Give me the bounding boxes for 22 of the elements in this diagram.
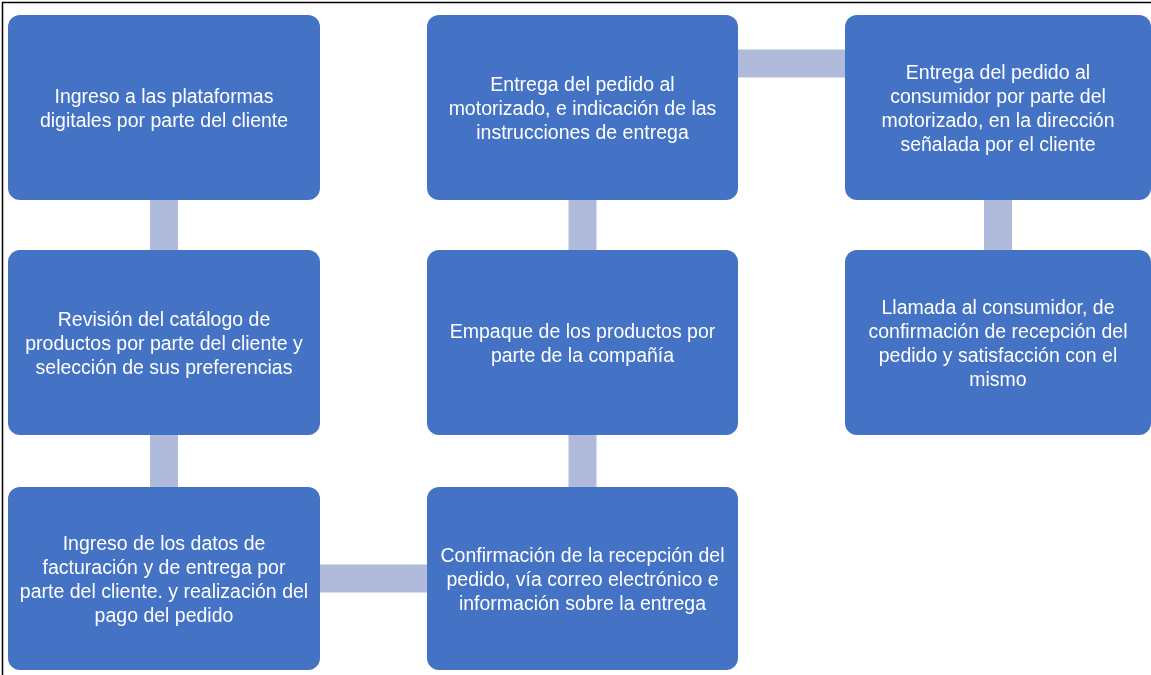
process-box xyxy=(8,487,320,670)
process-box xyxy=(8,250,320,435)
connector-bar xyxy=(738,49,845,78)
step-text: Revisión del catálogo de productos por parte del cliente y selección de sus preferencias xyxy=(24,306,304,379)
connector-bar xyxy=(568,200,597,250)
step-text: Llamada al consumidor, de confirmación de recepción del pedido y satisfacción con el mismo xyxy=(867,294,1129,391)
connector-bar xyxy=(568,435,597,487)
process-box xyxy=(8,15,320,200)
connector-bar xyxy=(320,564,427,593)
process-box xyxy=(427,15,738,200)
step-text: Confirmación de la recepción del pedido, vía correo electrónico e información sobre la entrega xyxy=(439,542,726,615)
step-text: Entrega del pedido al motorizado, e indicación de las instrucciones de entrega xyxy=(447,71,718,144)
step-text: Empaque de los productos por parte de la compañía xyxy=(448,318,717,367)
connector-bar xyxy=(150,435,178,487)
step-text: Entrega del pedido al consumidor por parte del motorizado, en la dirección señalada por el cliente xyxy=(880,59,1116,156)
step-text: Ingreso de los datos de facturación y de entrega por parte del cliente. y realización del pago del pedido xyxy=(18,530,310,627)
process-box xyxy=(427,487,738,670)
connector-bar xyxy=(150,200,178,250)
process-box xyxy=(845,15,1151,200)
step-text: Ingreso a las plataformas digitales por parte del cliente xyxy=(38,83,290,132)
process-box xyxy=(427,250,738,435)
process-box xyxy=(845,250,1151,435)
